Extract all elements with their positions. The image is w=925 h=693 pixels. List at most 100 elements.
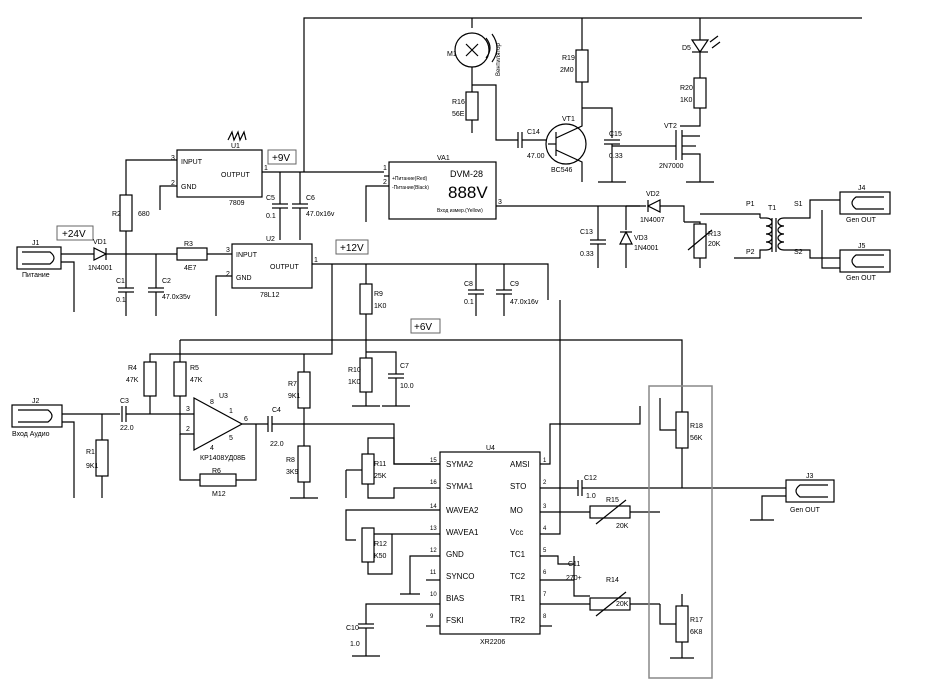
c13-value: 0.33 [580,251,594,258]
u4-pin-number: 12 [430,548,437,554]
capacitor-c7: C7 10.0 [366,351,414,407]
c4-ref: C4 [272,407,281,414]
connector-j4: J4 Gen OUT [839,185,891,224]
u3-pin1: 1 [229,408,233,415]
resistor-r7: R7 9K1 [288,354,311,446]
u3-pin5: 5 [229,435,233,442]
r14-value: 20K [616,601,629,608]
resistor-r8: R8 3K9 [286,445,318,499]
r2-ref: R2 [112,211,121,218]
u4-pin-number: 16 [430,480,437,486]
va1-n1: 1 [383,165,387,172]
resistor-r20: R20 1K0 [680,77,707,127]
u4-pin-label: WAVEA2 [446,506,479,515]
rail-6v: +6V [149,264,683,406]
u4-pin-number: 5 [543,548,547,554]
c8-value: 0.1 [464,299,474,306]
u1-input-label: INPUT [181,159,203,166]
r4-value: 47K [126,377,139,384]
r12-value: K50 [374,553,387,560]
r9-value: 1K0 [374,303,387,310]
r11-ref: R11 [374,461,386,468]
u3-pin8: 8 [210,399,214,406]
diode-vd1: VD1 1N4001 [88,239,177,272]
r19-ref: R19 [562,55,575,62]
r17-ref: R17 [690,617,703,624]
fan-m1: M1 Вентилятор [447,32,502,85]
c9-ref: C9 [510,281,519,288]
r7-ref: R7 [288,381,297,388]
r11-value: 25K [374,473,387,480]
c6-ref: C6 [306,195,315,202]
regulator-u1: U1 7809 INPUT OUTPUT GND 3 2 1 [125,130,384,210]
u1-name: 7809 [229,200,245,207]
c6-value: 47.0x16v [306,211,335,218]
transistor-vt1: VT1 BC546 [545,107,613,182]
resistor-r3: R3 4E7 [176,241,232,272]
u4-pin-label: STO [510,482,526,491]
u2-pin3: 3 [226,247,230,254]
u4-pin-label: TR2 [510,616,526,625]
vt2-name: 2N7000 [659,163,684,170]
c3-ref: C3 [120,398,129,405]
capacitor-c5: C5 0.1 [266,172,288,240]
rail-9v: +9V [267,149,297,165]
c10-ref: C10 [346,625,359,632]
va1-n2: 2 [383,179,387,186]
transistor-vt2: VT2 2N7000 [612,123,714,183]
u1-output-label: OUTPUT [221,172,251,179]
u4-pin-label: TC2 [510,572,526,581]
va1-n3: 3 [498,199,502,206]
r1-ref: R1 [86,449,95,456]
u2-ref: U2 [266,236,275,243]
voltmeter-va1: VA1 DVM-28 888V +Питание(Red) -Питание(B… [365,155,640,222]
u3-pin3: 3 [186,406,190,413]
c9-value: 47.0x16v [510,299,539,306]
r5-value: 47K [190,377,203,384]
resistor-r4: R4 47K [126,361,157,414]
r3-value: 4E7 [184,265,197,272]
rail-12v-label: +12V [340,243,364,254]
u2-gnd-label: GND [236,275,252,282]
u2-pin2: 2 [226,271,230,278]
u4-right-wiring [540,300,641,627]
c14-value: 47.00 [527,153,545,160]
r8-ref: R8 [286,457,295,464]
u2-name: 78L12 [260,292,280,299]
u4-pin-number: 9 [430,614,434,620]
c11-ref: C11 [568,561,580,568]
r2-value: 680 [138,211,150,218]
r15-value: 20K [616,523,629,530]
u4-pin-number: 15 [430,458,437,464]
diode-vd2: VD2 1N4007 [626,191,685,224]
u4-pin-label: FSKI [446,616,464,625]
capacitor-c4: C4 22.0 [267,407,440,465]
vd3-name: 1N4001 [634,245,659,252]
rail-12v: +12V [335,239,369,255]
resistor-r19: R19 2M0 [560,49,589,108]
t1-p1: P1 [746,201,755,208]
c5-ref: C5 [266,195,275,202]
u4-pin-label: WAVEA1 [446,528,479,537]
trim-box [648,385,713,679]
vt2-ref: VT2 [664,123,677,130]
j5-ref: J5 [858,243,866,250]
va1-pin2-label: -Питание(Black) [392,185,429,191]
resistor-r11: R11 25K [345,437,440,499]
u2-input-label: INPUT [236,252,258,259]
opamp-u3: U3 КР1408УД08Б 3 2 6 8 4 1 5 [179,393,268,481]
capacitor-c15: C15 0.33 [598,131,626,183]
capacitor-c8: C8 0.1 [464,264,484,316]
r3-ref: R3 [184,241,193,248]
t1-p2: P2 [746,249,755,256]
vd2-name: 1N4007 [640,217,665,224]
j4-label: Gen OUT [846,217,877,224]
resistor-r14: R14 20K [573,577,660,617]
transformer-t1: T1 P1 P2 S1 S2 [734,199,840,269]
connector-j5: J5 Gen OUT [839,243,891,282]
ic-u4: U4 XR2206 SYMA215SYMA116WAVEA214WAVEA113… [430,445,547,646]
r9-ref: R9 [374,291,383,298]
u3-pin6: 6 [244,416,248,423]
j5-label: Gen OUT [846,275,877,282]
